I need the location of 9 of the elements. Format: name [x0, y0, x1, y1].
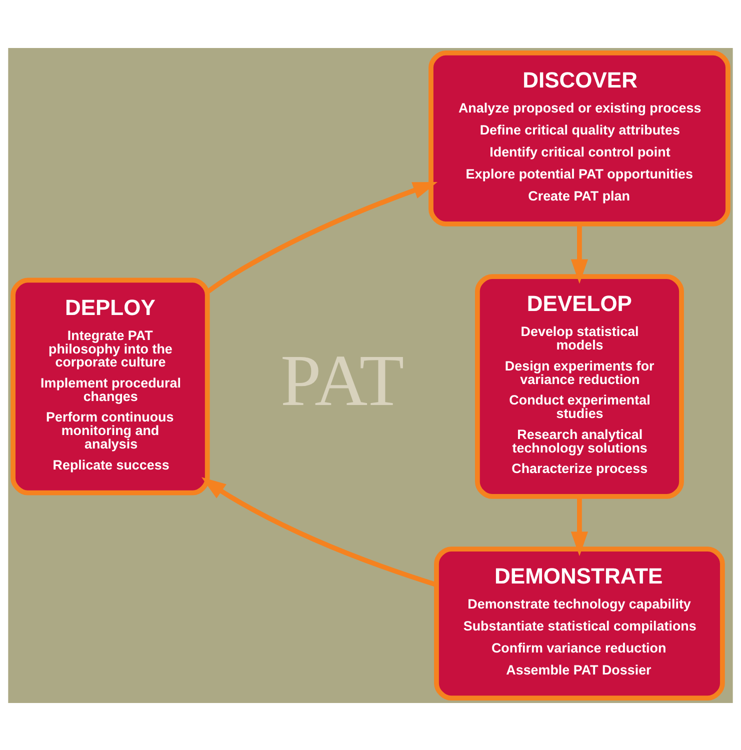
arrow	[201, 476, 438, 587]
node-box: DEVELOP Develop statistical models Design experiments for variance reduction Conduct experimental studies Research analytical technology solutions Characterize process	[474, 274, 684, 498]
node-box: DEMONSTRATE Demonstrate technology capability Substantiate statistical compilations Confirm variance reduction Assemble PAT Dossier	[434, 546, 725, 700]
arrow	[570, 496, 588, 556]
arrow	[206, 181, 438, 294]
label: PAT	[280, 339, 404, 420]
arrow	[570, 224, 588, 284]
node-box: DEPLOY Integrate PAT philosophy into the corporate culture Implement procedural changes Perform continuous monitoring and analysis Replicate success	[10, 277, 210, 495]
node-box: DISCOVER Analyze proposed or existing process Define critical quality attributes Identify critical control point Explore potential PAT opportunities Create PAT plan	[428, 50, 730, 226]
